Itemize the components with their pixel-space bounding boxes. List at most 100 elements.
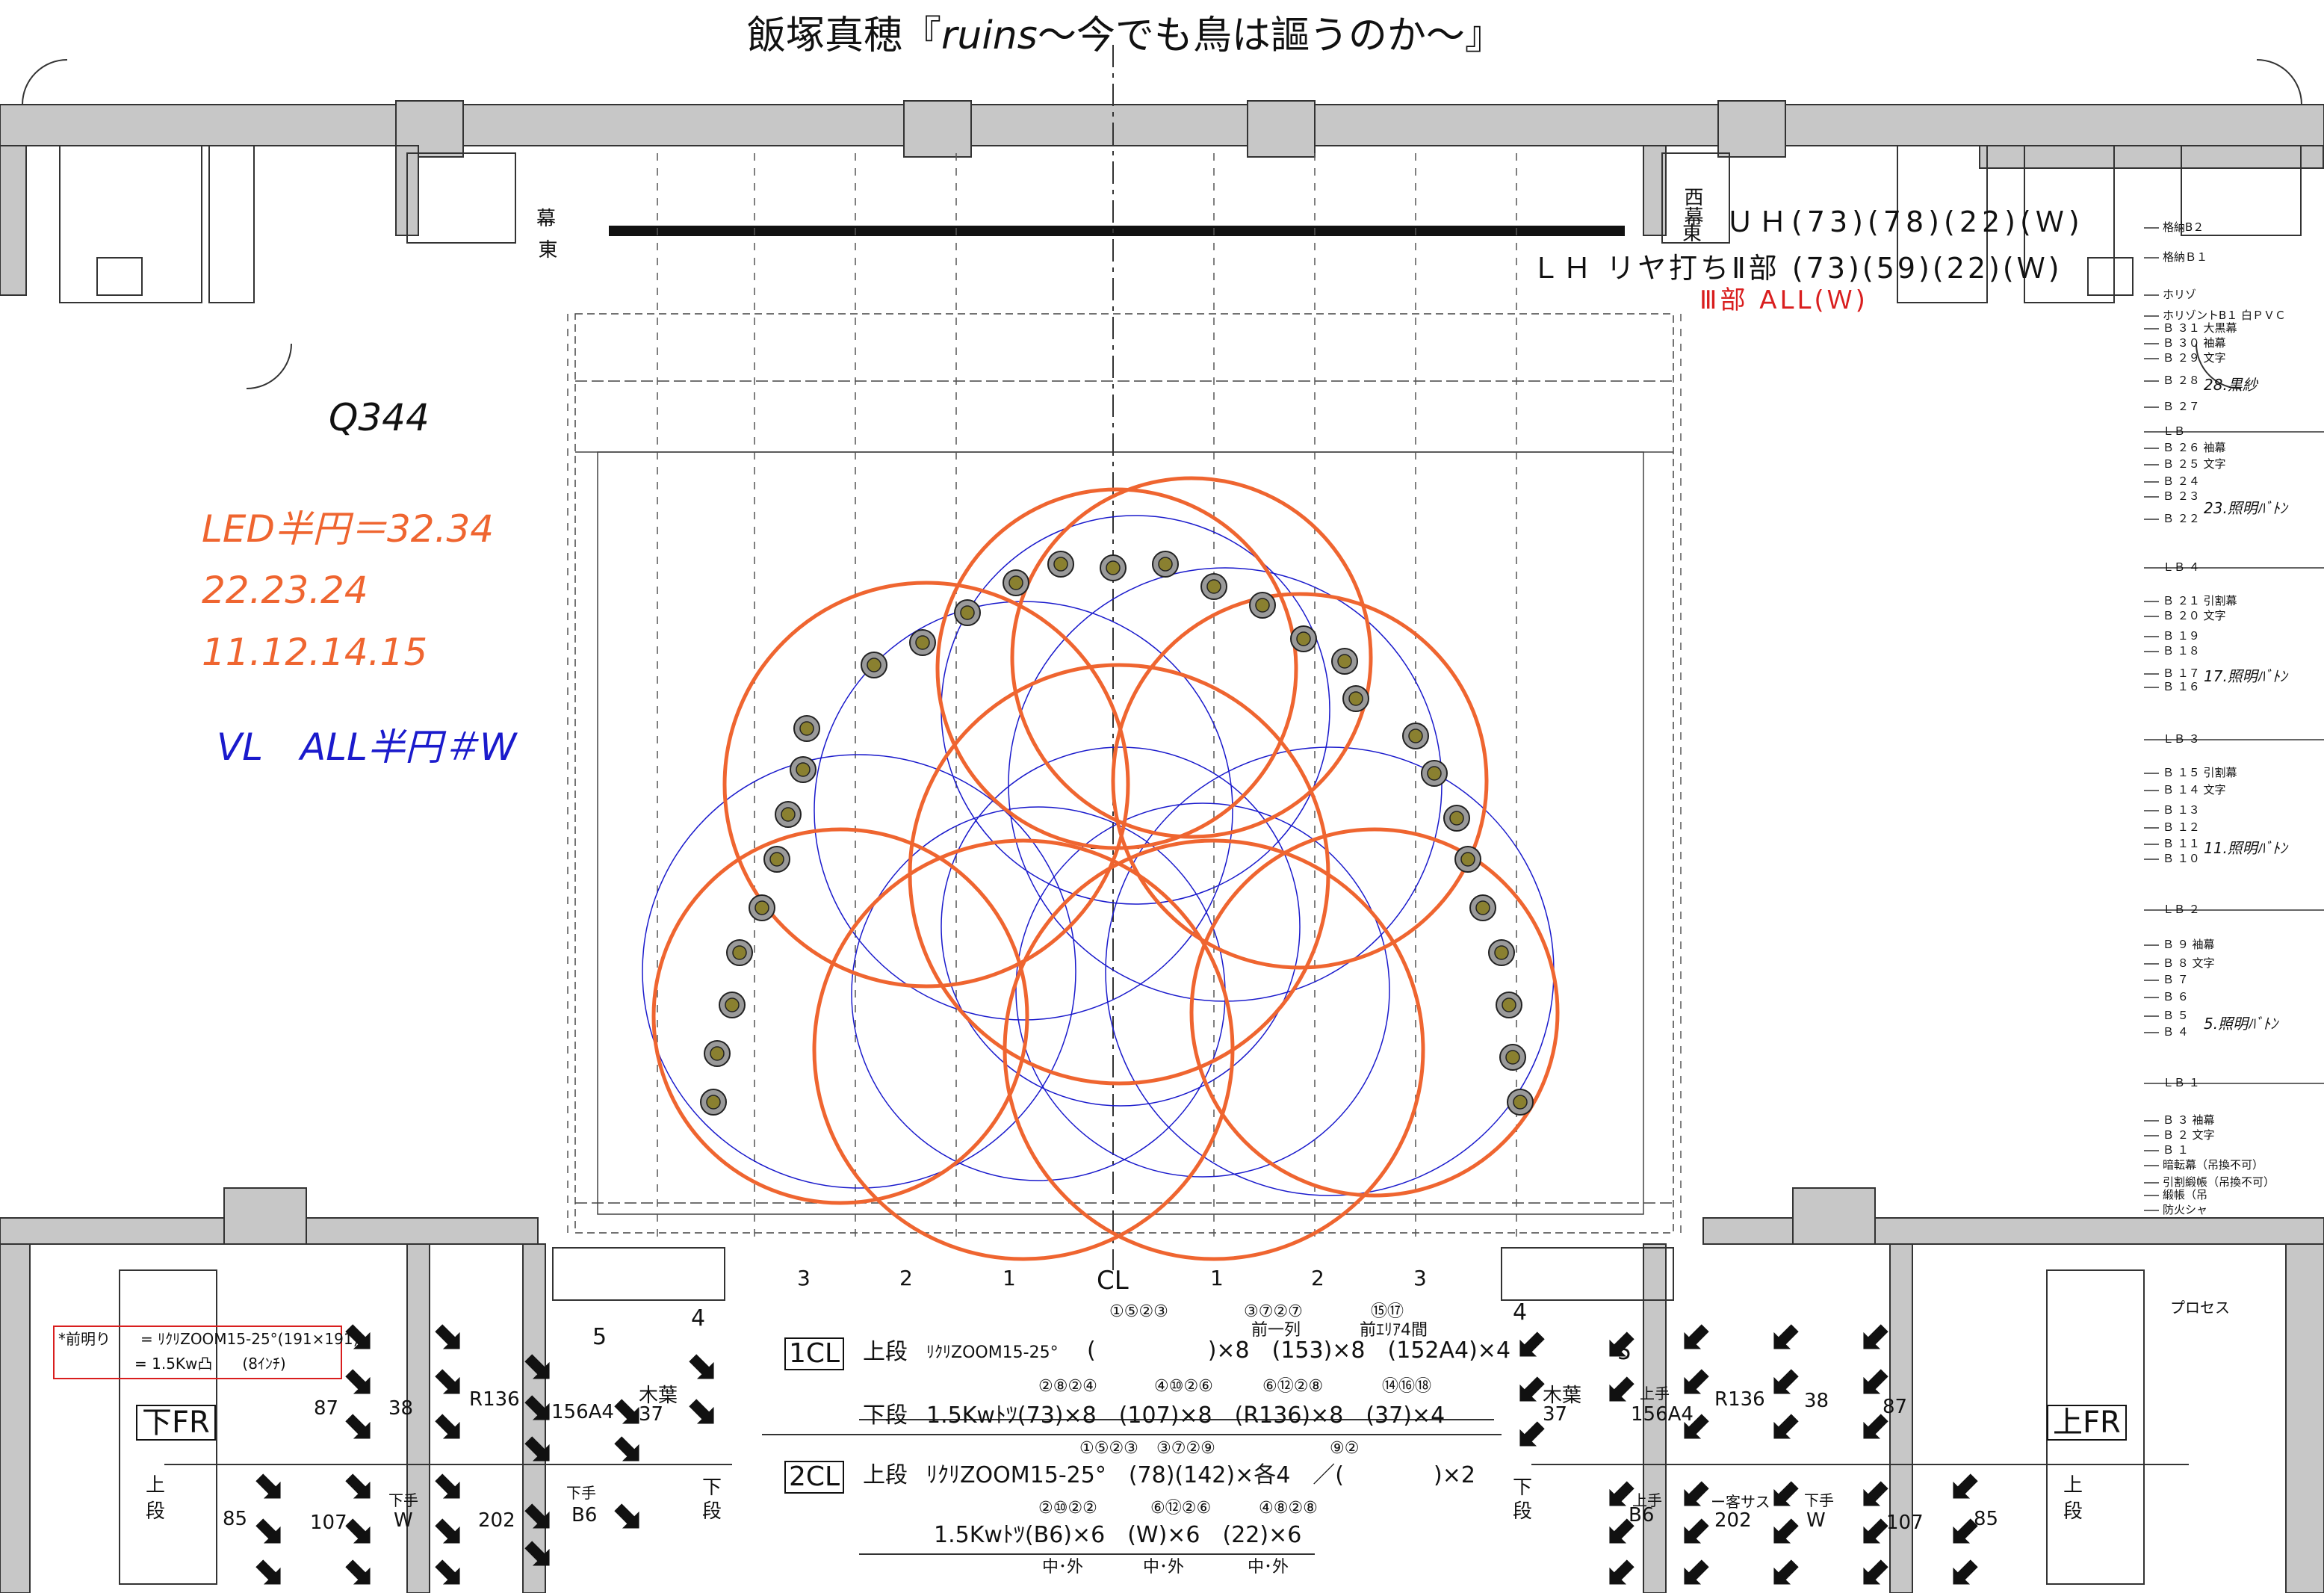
fixture-arrow bbox=[435, 1324, 460, 1349]
led-fixture bbox=[719, 992, 746, 1018]
fixture-lens bbox=[1427, 766, 1442, 781]
fixture-arrow bbox=[1863, 1518, 1888, 1544]
right-booth-n85: 85 bbox=[1974, 1508, 1999, 1530]
right-booth-dan: 段 bbox=[1513, 1500, 1533, 1523]
fixture-lens bbox=[1460, 852, 1475, 867]
batten-item: Ｂ ２３ bbox=[2163, 489, 2200, 503]
batten-item: Ｂ １ bbox=[2163, 1143, 2189, 1157]
fixture-arrow bbox=[435, 1369, 460, 1394]
fixture-lens bbox=[867, 658, 881, 672]
batten-item: Ｂ ２１ 引割幕 bbox=[2163, 594, 2237, 607]
vl-note: VL ALL半円＃W bbox=[217, 726, 517, 769]
batten-item: 格納B２ bbox=[2163, 220, 2204, 234]
stage-number-4: 1 bbox=[1210, 1266, 1224, 1290]
batten-item: Ｂ ２８ bbox=[2163, 374, 2200, 387]
batten-item: Ｂ ２４ bbox=[2163, 474, 2200, 488]
fixture-arrow bbox=[1863, 1481, 1888, 1506]
batten-item: ＬＢ bbox=[2163, 424, 2186, 438]
fixture-arrow bbox=[689, 1399, 714, 1424]
cl1-upper-note-3: ⑮⑰ bbox=[1371, 1302, 1404, 1321]
right-booth-upper: 上 bbox=[2063, 1474, 2083, 1497]
right-booth-n107: 107 bbox=[1886, 1512, 1924, 1534]
fixture-arrow bbox=[689, 1354, 714, 1379]
cl1-label: 1CL bbox=[784, 1337, 845, 1370]
batten-item: Ｂ １６ bbox=[2163, 680, 2200, 693]
arrow-shape bbox=[614, 1399, 639, 1424]
led-fixture bbox=[749, 894, 775, 921]
lh-note: ＬＨ リヤ打ちⅡ部 (73)(59)(22)(Ｗ) bbox=[1531, 252, 2063, 285]
batten-item: Ｂ ３１ 大黒幕 bbox=[2163, 321, 2237, 335]
fixture-lens bbox=[769, 852, 784, 867]
batten-item: ＬＢ ４ bbox=[2163, 560, 2200, 574]
east-label-left: 東 bbox=[535, 239, 557, 259]
right-booth-a156: 156A4 bbox=[1631, 1403, 1694, 1426]
fixture-lens bbox=[1348, 691, 1363, 706]
batten-ticks bbox=[2144, 227, 2324, 1211]
led-fixture bbox=[763, 846, 790, 873]
title-italic: ruins bbox=[941, 13, 1038, 58]
arrow-shape bbox=[1684, 1518, 1709, 1544]
batten-item: Ｂ １５ 引割幕 bbox=[2163, 766, 2237, 779]
cl2-upper-row: ﾘｸﾘZOOM15-25° (78)(142)×各4 ／( )×2 bbox=[926, 1462, 1475, 1488]
batten-item: Ｂ ２０ 文字 bbox=[2163, 609, 2226, 622]
fixture-lens bbox=[799, 721, 814, 736]
led-circle-6 bbox=[812, 838, 1235, 1261]
fixture-lens bbox=[1337, 654, 1352, 669]
left-booth-n107: 107 bbox=[310, 1512, 347, 1534]
left-booth-upper: 上 bbox=[146, 1474, 166, 1497]
arrow-shape bbox=[1773, 1369, 1799, 1394]
fixture-arrow bbox=[1609, 1481, 1634, 1506]
right-booth-n38: 38 bbox=[1804, 1390, 1829, 1412]
fixture-arrow bbox=[614, 1399, 639, 1424]
fixture-lens bbox=[915, 635, 930, 650]
cl1-upper-note-4: 前一列 bbox=[1251, 1321, 1301, 1340]
batten-callout-3: 11.照明ﾊﾞﾄﾝ bbox=[2204, 839, 2287, 857]
batten-item: Ｂ １１ bbox=[2163, 837, 2200, 850]
right-booth-shimote: 下手 bbox=[1804, 1491, 1834, 1509]
fixture-lens bbox=[1408, 729, 1423, 743]
right-booth-kiba: 木葉 bbox=[1543, 1385, 1582, 1407]
front-light-arrows bbox=[255, 1324, 1978, 1585]
fixture-arrow bbox=[1684, 1481, 1709, 1506]
arrow-shape bbox=[345, 1559, 371, 1585]
right-booth-kamite2: 上手 bbox=[1632, 1491, 1662, 1509]
fixture-arrow bbox=[1863, 1414, 1888, 1439]
fixture-arrow bbox=[345, 1324, 371, 1349]
fixture-arrow bbox=[255, 1559, 281, 1585]
cl-table-lines bbox=[762, 1419, 1502, 1555]
left-booth-dan: 段 bbox=[146, 1500, 166, 1523]
fixture-lens bbox=[1494, 945, 1509, 960]
batten-callout-0: 28.黒紗 bbox=[2204, 376, 2258, 394]
arrow-shape bbox=[1519, 1331, 1545, 1357]
led-fixture bbox=[726, 939, 753, 966]
fixture-arrow bbox=[614, 1503, 639, 1529]
cl2-lower-row: 1.5Kwﾄﾂ(B6)×6 (W)×6 (22)×6 bbox=[934, 1522, 1302, 1548]
batten-item: Ｂ ２５ 文字 bbox=[2163, 457, 2226, 471]
fixture-arrow bbox=[255, 1518, 281, 1544]
fixture-arrow bbox=[1684, 1518, 1709, 1544]
fixture-arrow bbox=[1519, 1331, 1545, 1357]
fixture-lens bbox=[1513, 1095, 1528, 1110]
arrow-shape bbox=[614, 1503, 639, 1529]
arrow-shape bbox=[1684, 1324, 1709, 1349]
fixture-arrow bbox=[524, 1395, 550, 1420]
led-circle-7 bbox=[1003, 838, 1425, 1261]
cl2-upper-note-2: ③⑦②⑨ bbox=[1156, 1439, 1215, 1458]
title-suffix: ～今でも鳥は謳うのか～』 bbox=[1037, 13, 1504, 58]
led-fixture bbox=[1496, 992, 1522, 1018]
arrow-shape bbox=[435, 1414, 460, 1439]
batten-item: Ｂ １８ bbox=[2163, 644, 2200, 658]
cl2-lower-note-2: ⑥⑫②⑥ bbox=[1150, 1499, 1212, 1518]
fixture-arrow bbox=[1773, 1518, 1799, 1544]
vl-coverage-circles bbox=[642, 515, 1555, 1196]
batten-item: Ｂ ６ bbox=[2163, 990, 2189, 1003]
fixture-lens bbox=[725, 997, 740, 1012]
led-note-line1: LED半円＝32.34 bbox=[202, 507, 495, 551]
batten-item: 防火シャ bbox=[2163, 1203, 2208, 1216]
led-coverage-circles bbox=[651, 476, 1560, 1261]
fixture-arrow bbox=[524, 1503, 550, 1529]
vl-circle-4 bbox=[941, 746, 1301, 1107]
batten-item: Ｂ ７ bbox=[2163, 973, 2189, 986]
batten-item: Ｂ ４ bbox=[2163, 1025, 2189, 1039]
arrow-shape bbox=[1863, 1481, 1888, 1506]
